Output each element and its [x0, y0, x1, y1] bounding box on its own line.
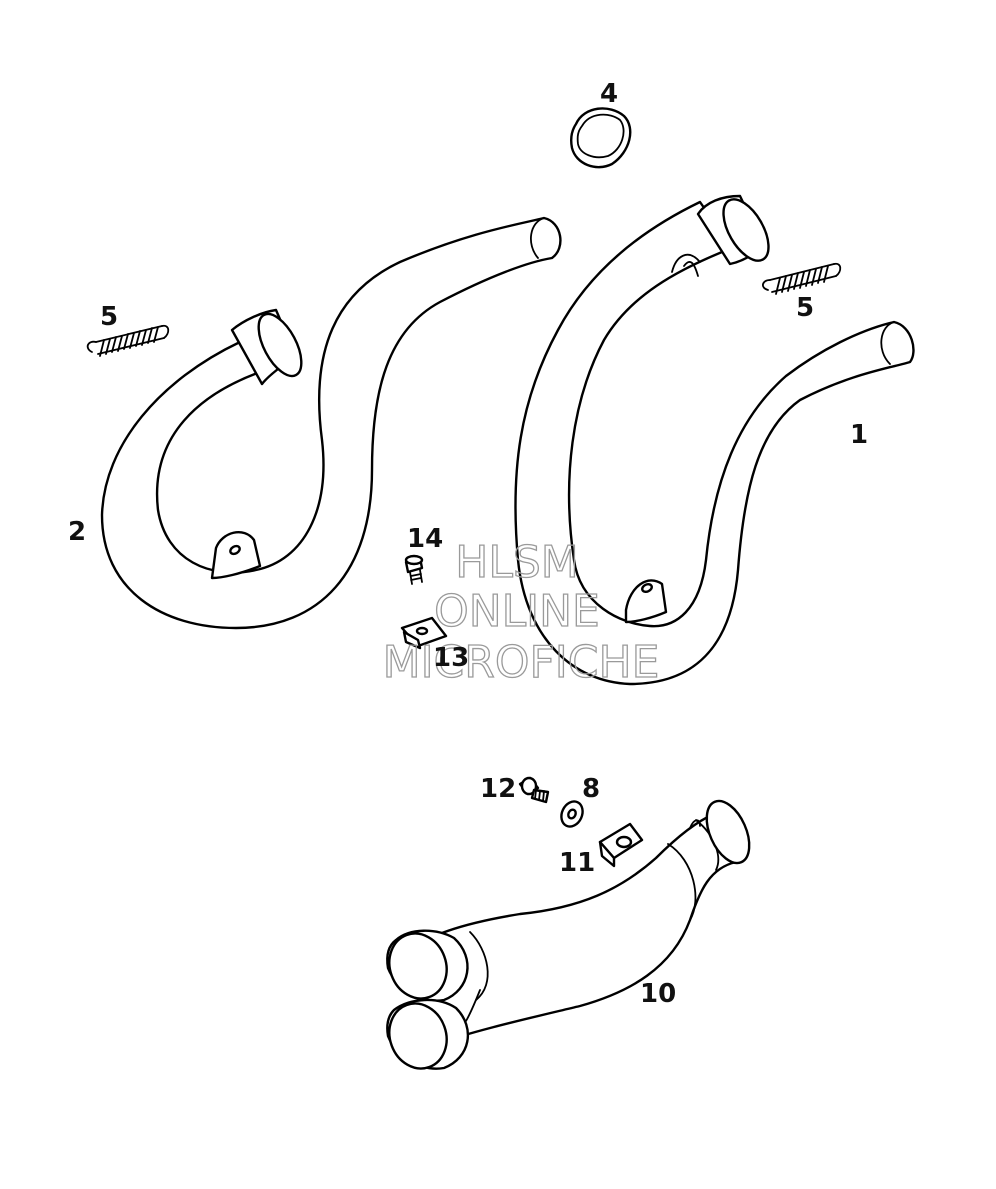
watermark-line-1: HLSM	[455, 537, 579, 588]
part-5-spring-right	[762, 262, 842, 295]
callout-10: 10	[640, 979, 676, 1009]
callout-11: 11	[559, 848, 595, 878]
watermark-line-2: ONLINE	[434, 586, 600, 637]
part-10-y-pipe	[386, 799, 751, 1070]
part-2-header-pipe	[100, 216, 562, 630]
callout-14: 14	[407, 524, 443, 554]
callout-8: 8	[582, 774, 600, 804]
watermark: HLSM ONLINE MICROFICHE	[382, 536, 660, 688]
part-12-bolt	[518, 776, 550, 804]
callout-4: 4	[600, 79, 618, 109]
callout-labels: 4 5 5 1 2 14 13 12 8 11 10	[68, 79, 868, 1009]
callout-5-right: 5	[796, 293, 814, 323]
part-11-clamp	[598, 822, 644, 868]
part-8-washer	[560, 800, 584, 828]
part-4-gasket	[570, 107, 632, 169]
callout-5-left: 5	[100, 302, 118, 332]
part-1-header-pipe	[514, 194, 915, 686]
callout-13: 13	[433, 643, 469, 673]
callout-1: 1	[850, 420, 868, 450]
part-5-spring-left	[86, 324, 170, 357]
callout-2: 2	[68, 517, 86, 547]
watermark-line-3: MICROFICHE	[383, 637, 660, 688]
callout-12: 12	[480, 774, 516, 804]
part-13-clamp-nut	[400, 616, 448, 650]
part-14-bolt	[404, 554, 424, 585]
